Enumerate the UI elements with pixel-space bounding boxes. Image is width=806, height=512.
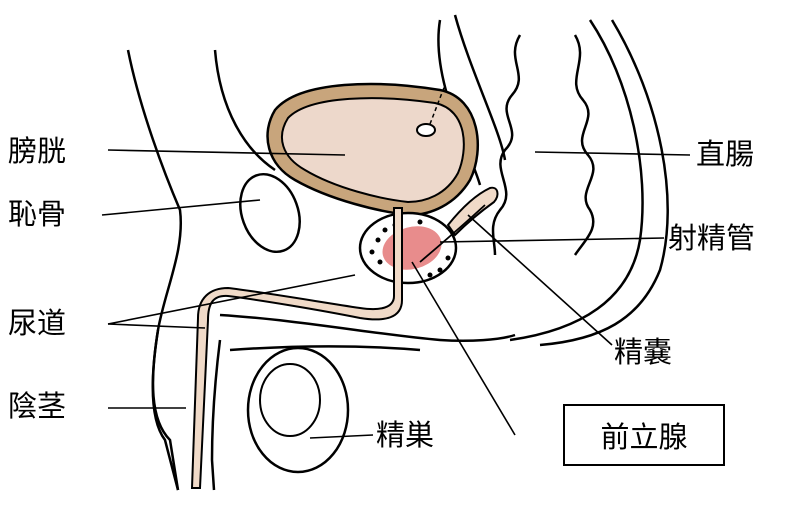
leader-rectum bbox=[535, 152, 690, 155]
label-prostate: 前立腺 bbox=[600, 414, 687, 456]
posterior-curve bbox=[510, 20, 643, 340]
label-ejaculatory-duct: 射精管 bbox=[668, 224, 755, 253]
label-urethra: 尿道 bbox=[8, 309, 66, 338]
testis-inner bbox=[260, 364, 320, 436]
scrotum-top bbox=[230, 346, 420, 350]
label-penis: 陰茎 bbox=[8, 392, 66, 421]
ureter-opening bbox=[417, 124, 435, 136]
body-outline bbox=[128, 50, 181, 490]
label-pubic-bone: 恥骨 bbox=[8, 200, 66, 229]
penis-outline bbox=[153, 330, 220, 490]
label-testis: 精巣 bbox=[376, 421, 434, 450]
leader-prostate bbox=[412, 262, 515, 435]
label-seminal-vesicle: 精嚢 bbox=[614, 338, 672, 367]
label-bladder: 膀胱 bbox=[8, 137, 66, 166]
label-rectum: 直腸 bbox=[696, 140, 754, 169]
rectum-left-wall bbox=[493, 35, 520, 255]
rectum-right-wall bbox=[575, 35, 593, 255]
label-prostate-box: 前立腺 bbox=[563, 404, 725, 466]
leader-urethra-b bbox=[108, 324, 205, 328]
leader-ejaculatory bbox=[440, 238, 664, 242]
